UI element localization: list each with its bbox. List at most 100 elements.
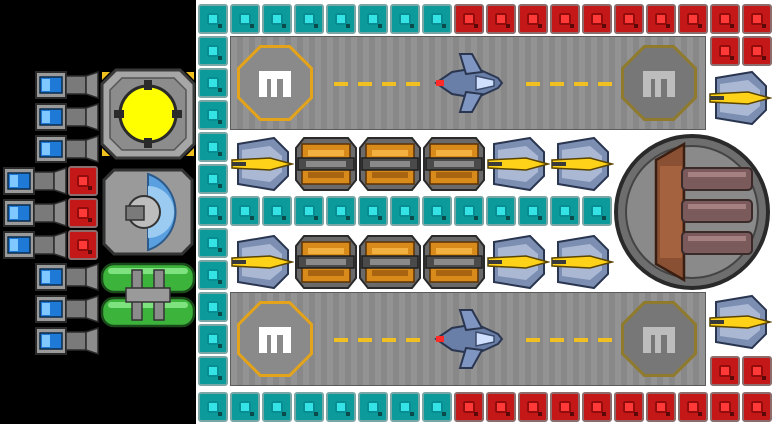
thruster-icon[interactable] [2,166,68,196]
cyan-armor-block[interactable] [198,196,228,226]
cyan-armor-block[interactable] [198,292,228,322]
red-armor-block[interactable] [550,392,580,422]
red-armor-block[interactable] [678,4,708,34]
runway-dash [550,82,564,86]
cyan-armor-block[interactable] [294,392,324,422]
cyan-armor-block[interactable] [294,196,324,226]
thruster-icon[interactable] [34,134,100,164]
cyan-armor-block[interactable] [262,4,292,34]
cyan-armor-block[interactable] [230,4,260,34]
red-armor-block[interactable] [454,392,484,422]
cyan-armor-block[interactable] [518,196,548,226]
cyan-armor-block[interactable] [198,356,228,386]
red-armor-block[interactable] [486,392,516,422]
shield-generator-icon[interactable] [100,166,196,258]
cyan-armor-block[interactable] [262,392,292,422]
red-armor-block[interactable] [68,198,98,228]
orange-engine-icon[interactable] [358,234,422,290]
orange-engine-icon[interactable] [294,234,358,290]
cyan-armor-block[interactable] [550,196,580,226]
cyan-armor-block[interactable] [454,196,484,226]
cyan-armor-block[interactable] [358,392,388,422]
red-armor-block[interactable] [68,230,98,260]
cyan-armor-block[interactable] [198,164,228,194]
cyan-armor-block[interactable] [390,4,420,34]
red-armor-block[interactable] [550,4,580,34]
cyan-armor-block[interactable] [486,196,516,226]
red-armor-block[interactable] [678,392,708,422]
cyan-armor-block[interactable] [422,196,452,226]
cyan-armor-block[interactable] [198,324,228,354]
red-armor-block[interactable] [614,4,644,34]
cyan-armor-block[interactable] [326,4,356,34]
thruster-icon[interactable] [34,326,100,356]
orange-engine-icon[interactable] [358,136,422,192]
cyan-armor-block[interactable] [230,196,260,226]
cyan-armor-block[interactable] [326,392,356,422]
cyan-armor-block[interactable] [358,196,388,226]
cannon-turret-icon[interactable] [612,132,772,292]
red-armor-block[interactable] [742,392,772,422]
red-armor-block[interactable] [646,4,676,34]
reactor-core-icon[interactable] [98,66,198,162]
landing-marker-icon [621,301,697,377]
red-armor-block[interactable] [486,4,516,34]
cyan-armor-block[interactable] [390,392,420,422]
orange-engine-icon[interactable] [422,234,486,290]
red-armor-block[interactable] [646,392,676,422]
orange-engine-icon[interactable] [294,136,358,192]
red-armor-block[interactable] [710,4,740,34]
yellow-beam-weapon-icon[interactable] [708,294,772,350]
red-armor-block[interactable] [710,36,740,66]
red-armor-block[interactable] [518,392,548,422]
red-armor-block[interactable] [710,392,740,422]
landing-marker-icon [621,45,697,121]
thruster-icon[interactable] [2,198,68,228]
cyan-armor-block[interactable] [198,132,228,162]
cyan-armor-block[interactable] [198,36,228,66]
cyan-armor-block[interactable] [198,260,228,290]
yellow-beam-weapon-icon[interactable] [550,136,614,192]
red-armor-block[interactable] [518,4,548,34]
cyan-armor-block[interactable] [198,100,228,130]
cyan-armor-block[interactable] [198,228,228,258]
cyan-armor-block[interactable] [358,4,388,34]
cyan-armor-block[interactable] [326,196,356,226]
cyan-armor-block[interactable] [262,196,292,226]
yellow-beam-weapon-icon[interactable] [708,70,772,126]
cyan-armor-block[interactable] [422,4,452,34]
fuel-tank-icon[interactable] [98,260,198,330]
orange-engine-icon[interactable] [422,136,486,192]
runway-dash [526,82,540,86]
cyan-armor-block[interactable] [422,392,452,422]
cyan-armor-block[interactable] [390,196,420,226]
thruster-icon[interactable] [2,230,68,260]
runway-dash [526,338,540,342]
cyan-armor-block[interactable] [198,68,228,98]
red-armor-block[interactable] [614,392,644,422]
yellow-beam-weapon-icon[interactable] [486,136,550,192]
cyan-armor-block[interactable] [582,196,612,226]
red-armor-block[interactable] [742,4,772,34]
thruster-icon[interactable] [34,70,100,100]
cyan-armor-block[interactable] [198,4,228,34]
red-armor-block[interactable] [742,36,772,66]
drone-fighter-icon[interactable] [432,306,504,372]
red-armor-block[interactable] [742,356,772,386]
yellow-beam-weapon-icon[interactable] [230,136,294,192]
cyan-armor-block[interactable] [230,392,260,422]
red-armor-block[interactable] [710,356,740,386]
red-armor-block[interactable] [582,4,612,34]
cyan-armor-block[interactable] [294,4,324,34]
yellow-beam-weapon-icon[interactable] [230,234,294,290]
yellow-beam-weapon-icon[interactable] [550,234,614,290]
red-armor-block[interactable] [582,392,612,422]
red-armor-block[interactable] [68,166,98,196]
thruster-icon[interactable] [34,102,100,132]
drone-fighter-icon[interactable] [432,50,504,116]
thruster-icon[interactable] [34,294,100,324]
yellow-beam-weapon-icon[interactable] [486,234,550,290]
thruster-icon[interactable] [34,262,100,292]
cyan-armor-block[interactable] [198,392,228,422]
red-armor-block[interactable] [454,4,484,34]
